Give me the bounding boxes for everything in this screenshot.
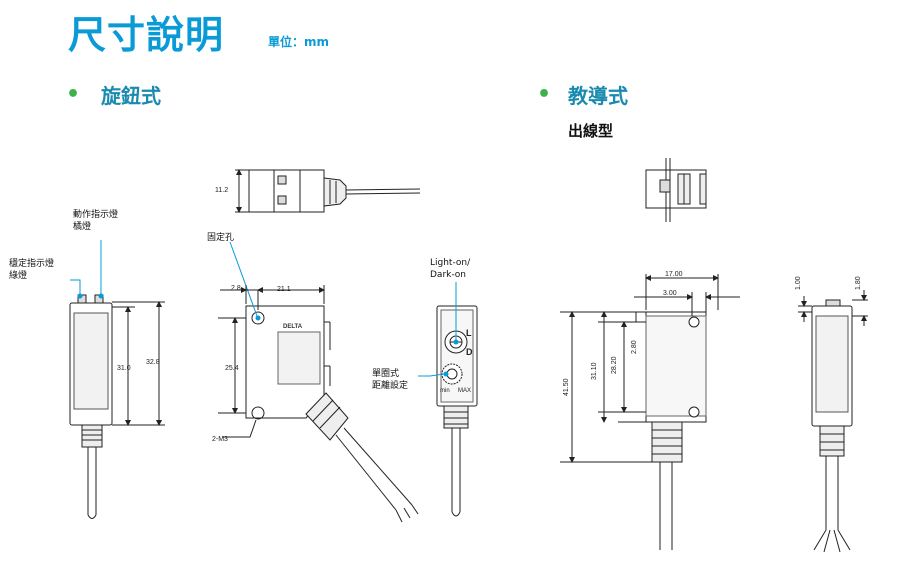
m3-label: 2-M3 (212, 436, 228, 443)
dim-1-00: 1.00 (795, 276, 802, 290)
teach-top-view (645, 158, 707, 222)
section-bullet-teach: • (537, 82, 552, 107)
knob-front-view (69, 240, 165, 519)
dim-2-80: 2.80 (631, 340, 638, 354)
dim-1-80: 1.80 (855, 276, 862, 290)
teach-front-view (798, 290, 868, 553)
stable-indicator-color: 綠燈 (9, 269, 27, 281)
unit-label: 單位：mm (268, 35, 330, 49)
mark-min: min (440, 388, 450, 394)
dim-31-0: 31.0 (117, 365, 131, 372)
section-subtitle-teach: 出線型 (568, 122, 614, 140)
dim-21-1: 21.1 (277, 286, 291, 293)
knob-side-view (218, 241, 419, 523)
mark-d: D (466, 347, 473, 357)
section-title-knob: 旋鈕式 (101, 84, 161, 108)
dim-2-8: 2.8 (231, 285, 241, 292)
knob-back-view (418, 282, 478, 517)
teach-side-view (560, 274, 740, 550)
dim-3-00: 3.00 (663, 290, 677, 297)
stable-indicator-label: 穩定指示燈 (9, 257, 54, 269)
section-bullet-knob: • (66, 82, 81, 107)
dim-32-8: 32.8 (146, 359, 160, 366)
dim-41-50: 41.50 (563, 378, 570, 396)
op-indicator-color: 橘燈 (73, 220, 91, 232)
distance-setting-label: 距離設定 (372, 379, 408, 391)
section-title-teach: 教導式 (568, 84, 628, 108)
op-indicator-label: 動作指示燈 (73, 208, 118, 220)
mark-l: L (466, 328, 472, 338)
dim-17-00: 17.00 (665, 271, 683, 278)
dim-31-10: 31.10 (591, 362, 598, 380)
fixing-hole-label: 固定孔 (207, 231, 234, 243)
single-turn-label: 單圈式 (372, 367, 399, 379)
mark-max: MAX (458, 388, 471, 394)
page-title: 尺寸說明 (68, 13, 225, 57)
knob-top-view (235, 169, 421, 213)
dim-28-20: 28.20 (611, 356, 618, 374)
dim-11-2: 11.2 (215, 187, 228, 194)
brand-logo: DELTA (283, 324, 303, 330)
dim-25-4: 25.4 (225, 365, 239, 372)
light-on-label: Light-on/ (430, 258, 471, 268)
dark-on-label: Dark-on (430, 270, 466, 280)
